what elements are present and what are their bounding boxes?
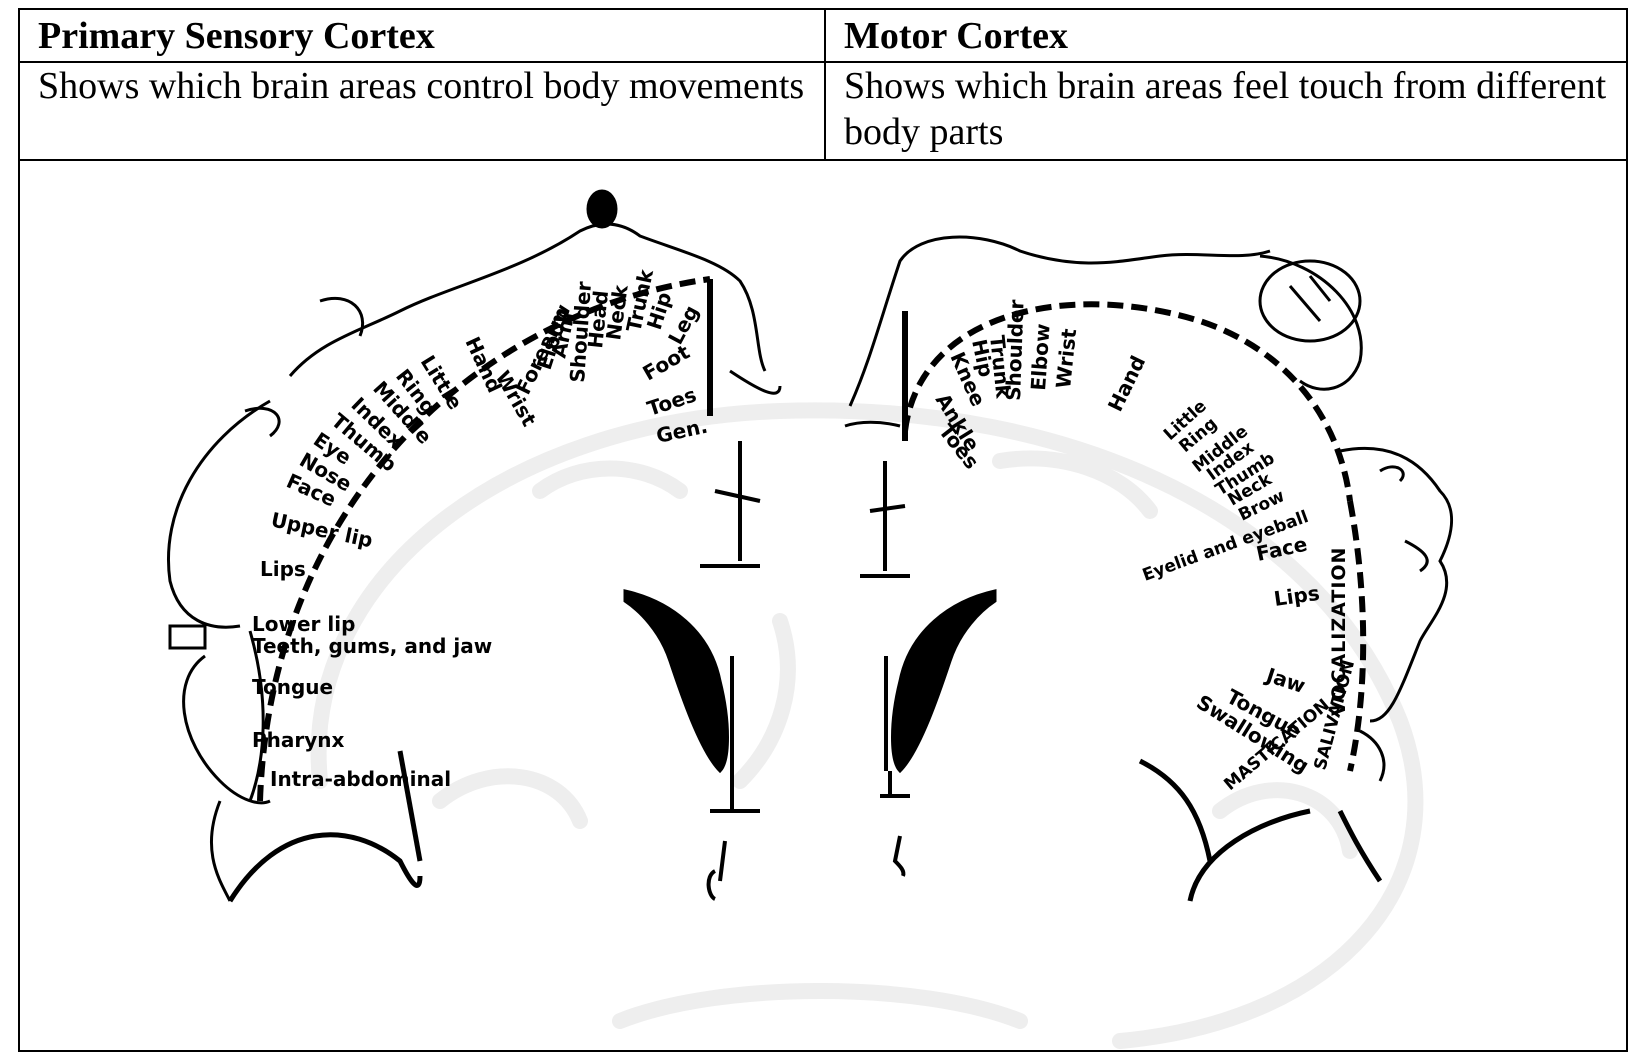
brain-watermark — [310, 402, 1424, 1049]
sensory-cortex-arc — [257, 276, 711, 802]
col2-description: Shows which brain areas feel touch from … — [844, 65, 1607, 153]
motor-label-hand: Hand — [1103, 352, 1150, 415]
central-lines — [700, 441, 910, 901]
header-row: Primary Sensory Cortex Motor Cortex — [20, 10, 1626, 63]
motor-label-shoulder: Shoulder — [1001, 299, 1029, 401]
motor-label-elbow: Elbow — [1026, 323, 1055, 392]
col2-header: Motor Cortex — [844, 15, 1069, 57]
motor-homunculus — [844, 235, 1454, 782]
sensory-nerve — [227, 750, 423, 903]
column-divider — [824, 10, 826, 159]
homunculus-svg: Leg Hip Trunk Neck Head Shoulder Arm Elb… — [167, 189, 1454, 1049]
description-row: Shows which brain areas control body mov… — [20, 61, 1626, 161]
homunculus-diagram: Leg Hip Trunk Neck Head Shoulder Arm Elb… — [20, 161, 1626, 1050]
motor-label-wrist: Wrist — [1051, 327, 1081, 390]
motor-label-vocalization: VOCALIZATION — [1328, 547, 1350, 716]
sensory-label-lips: Lips — [260, 557, 306, 581]
motor-label-lips: Lips — [1272, 581, 1321, 611]
sensory-label-pharynx: Pharynx — [252, 728, 345, 752]
sensory-label-lower-lip: Lower lip — [252, 612, 355, 636]
sensory-label-hand: Hand — [460, 333, 507, 396]
sensory-homunculus — [167, 189, 782, 902]
comparison-table: Primary Sensory Cortex Motor Cortex Show… — [18, 8, 1628, 1052]
motor-cortex-arc — [902, 301, 1367, 772]
sensory-label-upper-lip: Upper lip — [269, 507, 375, 552]
motor-labels: Toes Ankle Knee Hip Trunk Shoulder Elbow… — [931, 299, 1359, 795]
col1-description: Shows which brain areas control body mov… — [38, 65, 805, 107]
motor-nerve — [1138, 758, 1383, 902]
sensory-label-tongue: Tongue — [252, 675, 333, 699]
motor-label-jaw: Jaw — [1262, 662, 1309, 698]
ventricles — [623, 589, 997, 774]
sensory-label-intra-abdominal: Intra-abdominal — [270, 767, 451, 791]
col1-header: Primary Sensory Cortex — [38, 15, 435, 57]
sensory-label-teeth-gums-jaw: Teeth, gums, and jaw — [252, 634, 492, 658]
sensory-label-foot: Foot — [639, 339, 695, 385]
